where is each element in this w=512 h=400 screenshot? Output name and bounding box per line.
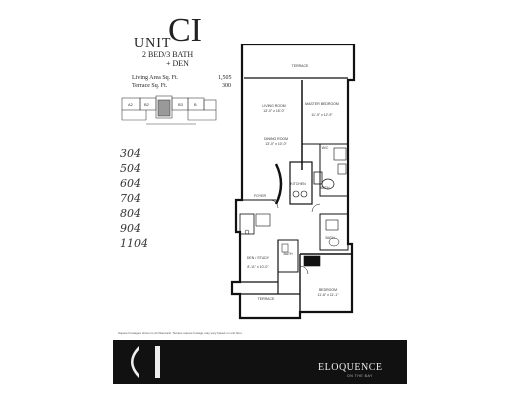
unit-label: UNIT — [134, 36, 172, 51]
brand-name: ELOQUENCE — [318, 362, 383, 373]
living-area-label: Living Area Sq. Ft. — [132, 75, 179, 81]
brand-tagline: ON THE BAY — [347, 374, 373, 378]
room-label-living-room: LIVING ROOM — [262, 104, 286, 108]
handwritten-unit: 1104 — [120, 237, 148, 250]
living-area-value: 1,505 — [218, 75, 232, 81]
floor-plan-drawing — [230, 44, 356, 320]
svg-text:B3: B3 — [178, 102, 184, 107]
handwritten-unit: 304 — [120, 147, 141, 160]
room-label-dining-room: DINING ROOM — [263, 137, 289, 141]
key-plan: A2 B2 B3 B — [121, 95, 217, 125]
handwritten-unit: 804 — [120, 207, 141, 220]
room-label-terrace-top: TERRACE — [291, 64, 309, 68]
room-label-kitchen: KITCHEN — [290, 182, 306, 186]
room-label-foyer: FOYER — [253, 194, 267, 198]
handwritten-unit: 604 — [120, 177, 141, 190]
room-label-terrace-bottom: TERRACE — [257, 297, 275, 301]
footnote: Square Footages shown is Architectural. … — [118, 331, 243, 335]
handwritten-unit-list: 304 504 604 704 804 904 1104 — [120, 146, 160, 251]
room-label-bath-2: BATH — [325, 236, 335, 240]
room-label-dining-room-dim: 13'-0" x 10'-0" — [265, 142, 287, 146]
handwritten-unit: 904 — [120, 222, 141, 235]
room-label-den-study: DEN / STUDY — [246, 256, 270, 260]
terrace-area-value: 300 — [222, 83, 231, 89]
svg-text:B2: B2 — [144, 102, 150, 107]
room-label-den-dim: 8'-11" x 10'-0" — [247, 265, 269, 269]
svg-text:A2: A2 — [128, 102, 134, 107]
room-label-bedroom: BEDROOM — [318, 288, 338, 292]
handwritten-unit: 504 — [120, 162, 141, 175]
unit-code: CI — [168, 12, 202, 49]
terrace-area-label: Terrace Sq. Ft. — [132, 83, 168, 89]
room-label-bath-master: BATH — [320, 186, 330, 190]
room-label-master-bedroom-dim: 11'-0" x 12'-9" — [311, 113, 333, 117]
ci-logo-mark — [131, 346, 160, 378]
room-label-bath-den: BATH — [283, 252, 293, 256]
handwritten-unit: 704 — [120, 192, 141, 205]
room-label-living-room-dim: 13'-0" x 15'-0" — [263, 109, 285, 113]
den-label: + DEN — [166, 59, 189, 68]
bed-bath-label: 2 BED/3 BATH — [142, 50, 194, 59]
room-label-bedroom-dim: 11'-6" x 11'-1" — [317, 293, 339, 297]
brand-banner: ELOQUENCE ON THE BAY — [113, 340, 407, 384]
svg-text:B: B — [194, 102, 197, 107]
room-label-wic: W/C — [321, 146, 329, 150]
room-label-master-bedroom: MASTER BEDROOM — [305, 102, 339, 106]
